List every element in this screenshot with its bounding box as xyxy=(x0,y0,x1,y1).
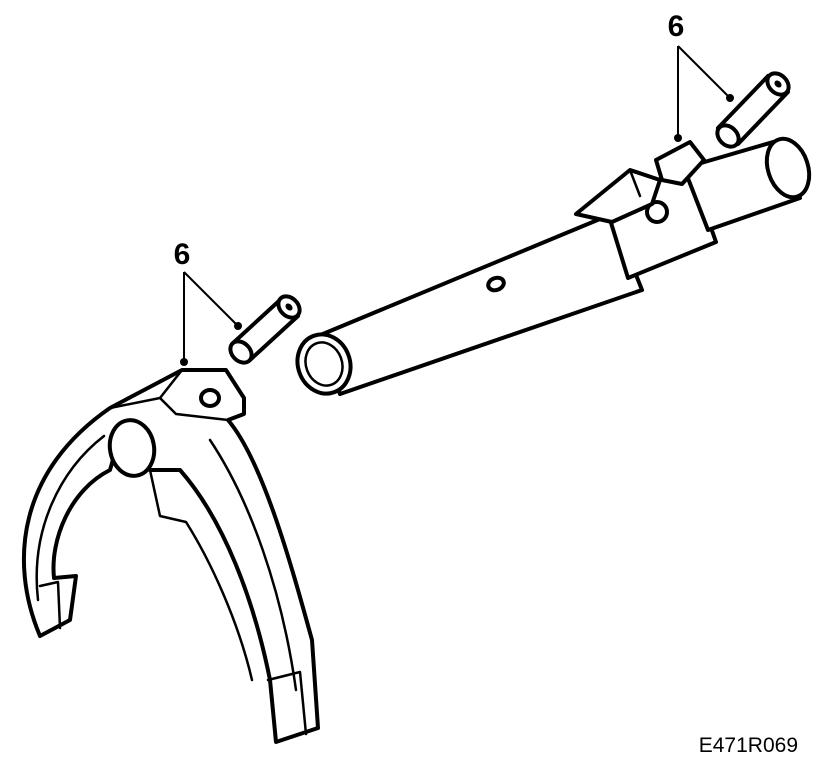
leader-dot xyxy=(234,322,242,330)
roll-pin-upper xyxy=(715,71,791,149)
callout-label-lower: 6 xyxy=(174,238,191,271)
leader-line xyxy=(183,271,239,327)
roll-pin-lower xyxy=(228,294,302,365)
leader-dot xyxy=(180,358,188,366)
callout-upper: 6 xyxy=(668,10,734,142)
leader-dot xyxy=(674,134,682,142)
callout-lower: 6 xyxy=(174,238,242,366)
leader-line xyxy=(677,45,731,99)
shift-fork xyxy=(22,368,320,744)
callout-label-upper: 6 xyxy=(668,10,685,43)
leader-dot xyxy=(726,94,734,102)
selector-rod xyxy=(295,136,812,396)
figure-code: E471R069 xyxy=(699,734,798,757)
